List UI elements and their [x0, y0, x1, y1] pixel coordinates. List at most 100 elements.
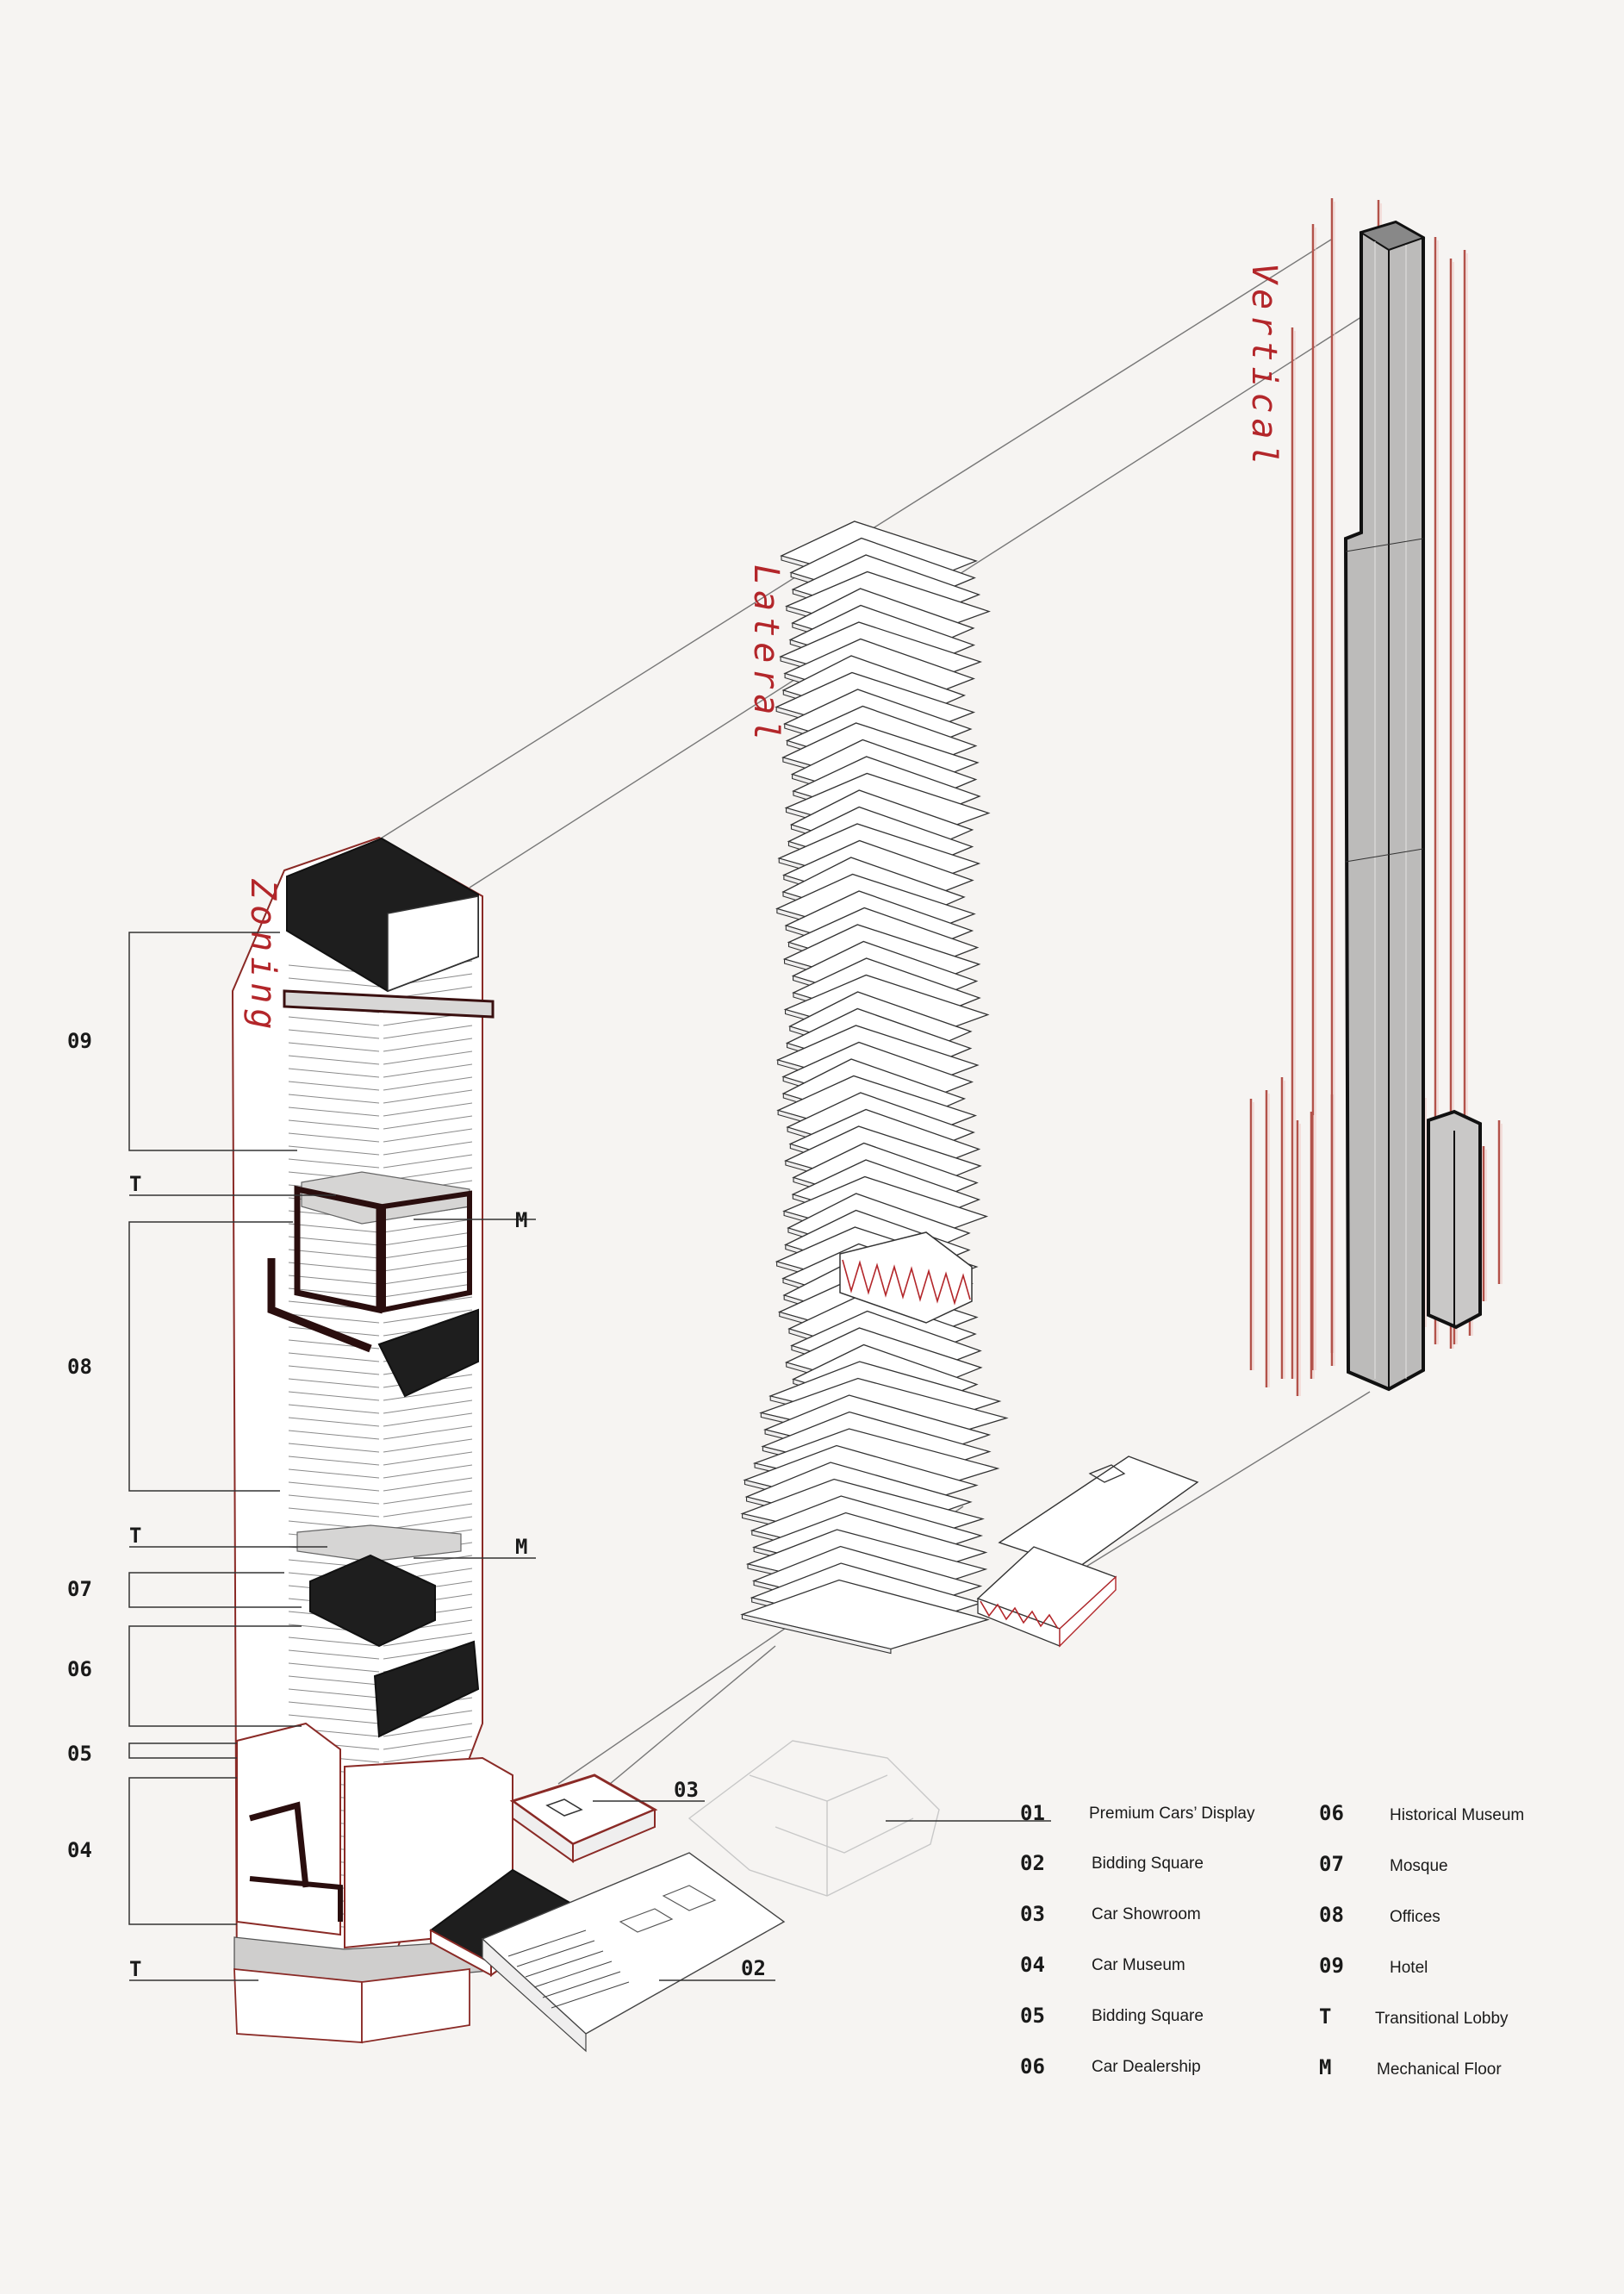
- legend-code-right-6: M: [1319, 2055, 1331, 2079]
- zoning-floor-line: [383, 1076, 473, 1091]
- legend-name-left-3: Car Showroom: [1092, 1905, 1201, 1923]
- legend-code-right-3: 08: [1319, 1903, 1344, 1927]
- vertical-title: Vertical: [1244, 263, 1284, 471]
- legend-name-right-1: Historical Museum: [1390, 1806, 1524, 1824]
- legend-name-right-3: Offices: [1390, 1908, 1440, 1926]
- zoning-floor-line: [288, 1494, 380, 1505]
- zone-label-08: 08: [67, 1355, 92, 1379]
- zoning-floor-line: [383, 1490, 473, 1505]
- zoning-floor-line: [288, 1456, 380, 1466]
- zone-label-09: 09: [67, 1029, 92, 1053]
- zoning-floor-line: [288, 1106, 380, 1117]
- zoning-floor-line: [383, 1231, 473, 1246]
- legend-code-right-2: 07: [1319, 1852, 1344, 1876]
- zoning-floor-line: [288, 1365, 380, 1375]
- legend-code-left-2: 02: [1020, 1851, 1045, 1875]
- zoning-tower: [231, 836, 786, 2053]
- zoning-floor-line: [383, 1102, 473, 1117]
- vertical-tower: [1249, 198, 1503, 1396]
- legend-name-left-5: Bidding Square: [1092, 2007, 1204, 2025]
- zone-label-07: 07: [67, 1577, 92, 1601]
- legend-code-left-5: 05: [1020, 2004, 1045, 2028]
- zoning-floor-line: [383, 1438, 473, 1453]
- zoning-floor-line: [383, 1412, 473, 1427]
- zoning-floor-line: [288, 1662, 380, 1673]
- zoning-floor-line: [288, 1404, 380, 1414]
- zoning-floor-line: [383, 1063, 473, 1078]
- zoning-floor-line: [383, 1723, 473, 1737]
- zoning-floor-line: [288, 1081, 380, 1091]
- legend-name-right-2: Mosque: [1390, 1857, 1448, 1875]
- zoning-floor-line: [383, 1503, 473, 1518]
- zoning-floor-line: [288, 1094, 380, 1104]
- zoning-floor-line: [383, 1399, 473, 1414]
- zone-label-04: 04: [67, 1838, 92, 1862]
- zoning-floor-line: [383, 1038, 473, 1052]
- legend-code-right-4: 09: [1319, 1954, 1344, 1978]
- zoning-floor-line: [383, 1270, 473, 1285]
- zoning-floor-line: [288, 1275, 380, 1285]
- zoning-floor-line: [383, 1154, 473, 1169]
- zoning-floor-line: [383, 1115, 473, 1130]
- legend-code-right-5: T: [1319, 2004, 1331, 2029]
- zoning-floor-line: [288, 1068, 380, 1078]
- legend-name-left-1: Premium Cars’ Display: [1089, 1805, 1255, 1823]
- transitional-lobby-middle: [296, 1524, 462, 1562]
- zoning-floor-line: [288, 1119, 380, 1130]
- zoning-floor-line: [383, 1632, 473, 1647]
- zone-label-m-upper: M: [515, 1208, 527, 1232]
- zoning-floor-line: [383, 1089, 473, 1104]
- zoning-floor-line: [288, 1391, 380, 1401]
- legend-code-left-3: 03: [1020, 1902, 1045, 1926]
- legend-name-right-5: Transitional Lobby: [1375, 2010, 1509, 2028]
- zone-label-05: 05: [67, 1742, 92, 1766]
- zoning-floor-line: [288, 1443, 380, 1453]
- legend: 01 Premium Cars’ Display 02 Bidding Squa…: [1020, 1801, 1524, 2079]
- lateral-title: Lateral: [746, 564, 786, 746]
- zoning-floor-line: [288, 1042, 380, 1052]
- zone-label-m-middle: M: [515, 1535, 527, 1559]
- zoning-floor-line: [288, 1352, 380, 1362]
- zoning-floor-line: [288, 1649, 380, 1660]
- zoning-floor-line: [383, 1736, 473, 1750]
- zoning-floor-line: [288, 1313, 380, 1324]
- legend-name-left-6: Car Dealership: [1092, 2058, 1201, 2076]
- zone-label-t-middle: T: [129, 1524, 141, 1548]
- zone-label-t-lower: T: [129, 1957, 141, 1981]
- zoning-floor-line: [288, 1287, 380, 1298]
- zoning-floor-line: [288, 1145, 380, 1156]
- zoning-floor-line: [383, 1128, 473, 1143]
- zoning-floor-line: [288, 1378, 380, 1388]
- zoning-floor-line: [288, 1029, 380, 1039]
- lateral-slab-edge: [741, 1613, 892, 1655]
- legend-code-left-1: 01: [1020, 1801, 1045, 1825]
- plaza-steps: [507, 1929, 630, 2009]
- legend-code-left-6: 06: [1020, 2054, 1045, 2079]
- zoning-floor-line: [383, 1257, 473, 1272]
- lateral-tower: [740, 521, 1199, 1655]
- zoning-floor-line: [383, 1050, 473, 1065]
- zoning-floor-line: [288, 1249, 380, 1259]
- zoning-floor-line: [383, 1464, 473, 1479]
- zoning-floor-line: [288, 1016, 380, 1026]
- mosque-block: [309, 1554, 436, 1648]
- zoning-floor-line: [288, 1714, 380, 1724]
- zoning-title: Zoning: [243, 878, 283, 1035]
- zoning-floor-line: [383, 1219, 473, 1233]
- zone-label-06: 06: [67, 1657, 92, 1681]
- zone-brackets: [128, 932, 1051, 1981]
- zoning-floor-line: [288, 1236, 380, 1246]
- zoning-floor-line: [383, 1025, 473, 1039]
- legend-name-left-2: Bidding Square: [1092, 1855, 1204, 1873]
- legend-name-right-6: Mechanical Floor: [1377, 2060, 1502, 2079]
- zoning-floor-line: [383, 1749, 473, 1763]
- zoning-floor-line: [288, 1262, 380, 1272]
- zoning-floor-line: [288, 1430, 380, 1440]
- zoning-floor-line: [288, 1417, 380, 1427]
- legend-code-right-1: 06: [1319, 1801, 1344, 1825]
- zoning-floor-line: [288, 1132, 380, 1143]
- zone-label-03: 03: [674, 1778, 699, 1802]
- zoning-floor-line: [383, 1309, 473, 1324]
- legend-code-left-4: 04: [1020, 1953, 1045, 1977]
